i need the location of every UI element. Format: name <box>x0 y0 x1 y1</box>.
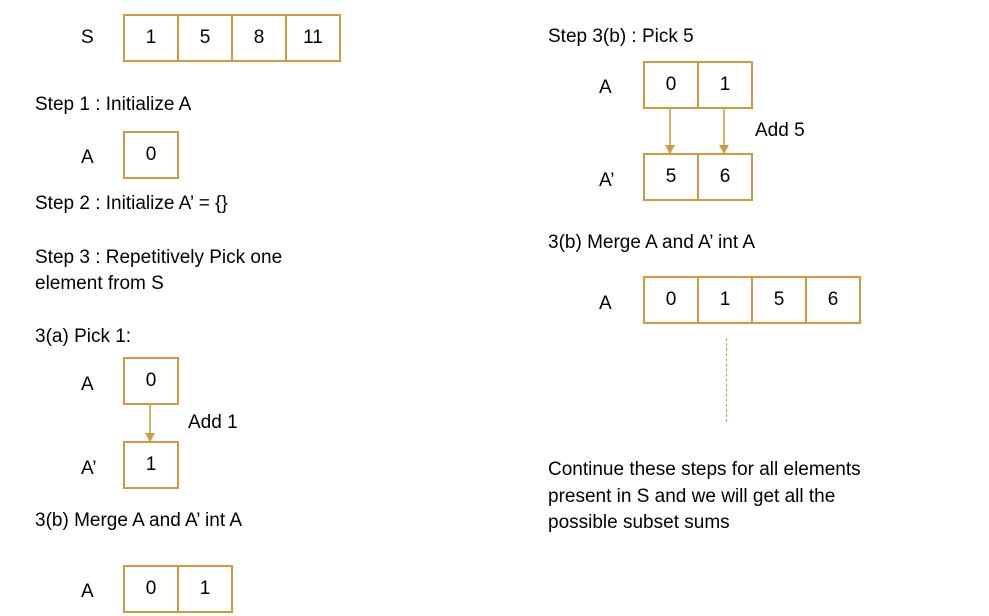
merge2-title: 3(b) Merge A and A’ int A <box>548 232 756 253</box>
conclusion-line3: possible subset sums <box>548 512 730 533</box>
array-cell: 1 <box>123 441 179 489</box>
step3a-a2-label: A’ <box>81 458 97 479</box>
step3-title-line1: Step 3 : Repetitively Pick one <box>35 247 283 268</box>
merge1-a-label: A <box>81 581 94 602</box>
array-cell: 6 <box>805 276 861 324</box>
step2-title: Step 2 : Initialize A’ = {} <box>35 193 228 214</box>
array-cell: 5 <box>177 14 233 62</box>
s-label: S <box>81 27 94 48</box>
merge1-a-array: 0 1 <box>123 565 233 613</box>
array-cell: 0 <box>123 131 179 179</box>
down-arrow-icon <box>719 108 729 154</box>
array-cell: 11 <box>285 14 341 62</box>
step3b-title: Step 3(b) : Pick 5 <box>548 26 694 47</box>
array-cell: 5 <box>643 153 699 201</box>
down-arrow-icon <box>665 108 675 154</box>
down-arrow-icon <box>145 404 155 442</box>
array-cell: 1 <box>123 14 179 62</box>
continuation-dashed-line <box>726 338 727 422</box>
array-cell: 8 <box>231 14 287 62</box>
step1-a-array: 0 <box>123 131 179 179</box>
s-array: 1 5 8 11 <box>123 14 341 62</box>
step3a-a-array: 0 <box>123 357 179 405</box>
step3a-a-label: A <box>81 374 94 395</box>
step3a-title: 3(a) Pick 1: <box>35 326 132 347</box>
conclusion-line2: present in S and we will get all the <box>548 486 836 507</box>
array-cell: 0 <box>643 61 699 109</box>
step3-title-line2: element from S <box>35 273 164 294</box>
step3b-op: Add 5 <box>755 120 805 141</box>
step3b-a-label: A <box>599 77 612 98</box>
step3a-a2-array: 1 <box>123 441 179 489</box>
merge2-a-label: A <box>599 293 612 314</box>
array-cell: 5 <box>751 276 807 324</box>
array-cell: 0 <box>123 357 179 405</box>
step3b-a2-label: A’ <box>599 170 615 191</box>
array-cell: 6 <box>697 153 753 201</box>
array-cell: 1 <box>697 276 753 324</box>
merge2-a-array: 0 1 5 6 <box>643 276 861 324</box>
merge1-title: 3(b) Merge A and A’ int A <box>35 510 243 531</box>
array-cell: 1 <box>697 61 753 109</box>
array-cell: 0 <box>123 565 179 613</box>
step3b-a-array: 0 1 <box>643 61 753 109</box>
step1-title: Step 1 : Initialize A <box>35 94 192 115</box>
array-cell: 1 <box>177 565 233 613</box>
array-cell: 0 <box>643 276 699 324</box>
step1-a-label: A <box>81 147 94 168</box>
step3b-a2-array: 5 6 <box>643 153 753 201</box>
conclusion-line1: Continue these steps for all elements <box>548 459 861 480</box>
step3a-op: Add 1 <box>188 412 238 433</box>
